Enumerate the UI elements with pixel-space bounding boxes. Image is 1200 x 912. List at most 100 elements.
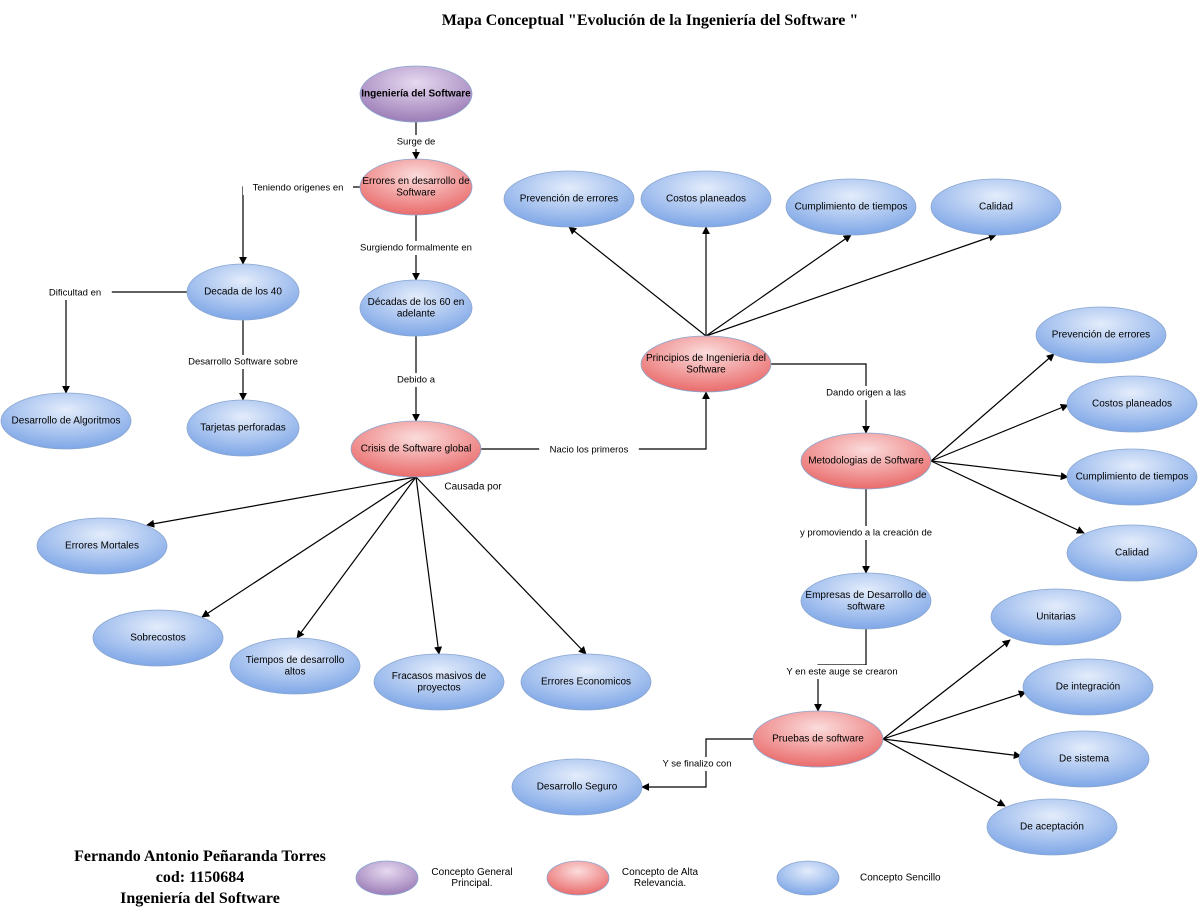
node-pruebas[interactable]: Pruebas de software (752, 710, 884, 768)
node-shape (186, 263, 300, 321)
edge-label: Surgiendo formalmente en (360, 243, 472, 254)
edge-crisis-to-errores-economicos (415, 476, 587, 655)
node-m-prevencion[interactable]: Prevención de errores (1035, 306, 1167, 364)
legend-item-blue: Concepto Sencillo (776, 860, 941, 896)
edge-label: y promoviendo a la creación de (800, 528, 932, 539)
edge-label: Debido a (397, 375, 436, 386)
page-title: Mapa Conceptual "Evolución de la Ingenie… (441, 12, 859, 29)
legend-label: Concepto General (431, 867, 512, 878)
legend-label: Principal. (451, 878, 492, 889)
node-shape (36, 517, 168, 575)
legend-label: Concepto de Alta (622, 867, 699, 878)
edge-label-bg (175, 355, 311, 369)
node-label: Costos planeados (1092, 399, 1172, 410)
edge-metodologias-to-m-prevencion (930, 353, 1055, 462)
node-label: proyectos (417, 682, 460, 693)
edge-decada-40-to-desarrollo-algoritmos (62, 291, 187, 394)
node-label: Errores en desarrollo de (362, 176, 470, 187)
node-m-calidad[interactable]: Calidad (1066, 524, 1198, 582)
edge-label: Dificultad en (49, 288, 101, 299)
node-label: adelante (397, 308, 436, 319)
node-p-costos[interactable]: Costos planeados (640, 170, 772, 228)
node-label: Décadas de los 60 en (368, 297, 465, 308)
node-label: Pruebas de software (772, 734, 864, 745)
node-m-cumplimiento[interactable]: Cumplimiento de tiempos (1066, 448, 1198, 506)
node-shape (1035, 306, 1167, 364)
edge-label: Dando origen a las (826, 388, 906, 399)
node-shape (785, 178, 917, 236)
node-integracion[interactable]: De integración (1022, 658, 1154, 716)
edge-pruebas-to-unitarias (882, 639, 1011, 740)
node-label: Calidad (1115, 548, 1149, 559)
legend-swatch (546, 860, 610, 896)
node-unitarias[interactable]: Unitarias (990, 588, 1122, 646)
node-shape (359, 279, 473, 337)
node-sistema[interactable]: De sistema (1018, 730, 1150, 788)
node-shape (92, 609, 224, 667)
node-shape (503, 170, 635, 228)
node-label: Fracasos masivos de (392, 671, 487, 682)
node-shape (0, 392, 132, 450)
node-label: Desarrollo Seguro (537, 782, 618, 793)
node-shape (640, 335, 772, 393)
node-aceptacion[interactable]: De aceptación (986, 798, 1118, 856)
node-shape (359, 158, 473, 216)
edge-errores-desarrollo-to-decada-40 (239, 186, 360, 265)
node-label: Costos planeados (666, 194, 746, 205)
node-label: altos (284, 666, 305, 677)
node-decada-40[interactable]: Decada de los 40 (186, 263, 300, 321)
node-p-prevencion[interactable]: Prevención de errores (503, 170, 635, 228)
edge-label-bg (816, 386, 916, 400)
edge-pruebas-to-integracion (882, 690, 1027, 740)
legend-swatch (776, 860, 840, 896)
node-shape (229, 637, 361, 695)
node-seguro[interactable]: Desarrollo Seguro (511, 758, 643, 816)
edge-label-bg (392, 373, 440, 387)
node-shape (350, 420, 482, 478)
node-m-costos[interactable]: Costos planeados (1066, 375, 1198, 433)
node-label: Unitarias (1036, 612, 1075, 623)
node-sobrecostos[interactable]: Sobrecostos (92, 609, 224, 667)
edge-metodologias-to-m-calidad (930, 460, 1085, 534)
node-label: De aceptación (1020, 822, 1084, 833)
node-errores-economicos[interactable]: Errores Economicos (520, 653, 652, 711)
edge-pruebas-to-aceptacion (882, 738, 1006, 807)
node-errores-mortales[interactable]: Errores Mortales (36, 517, 168, 575)
node-metodologias[interactable]: Metodologias de Software (800, 432, 932, 490)
node-shape (1022, 658, 1154, 716)
node-label: Calidad (979, 202, 1013, 213)
edge-label: Y en este auge se crearon (786, 667, 897, 678)
edge-label: Nacio los primeros (550, 445, 629, 456)
node-shape (186, 399, 300, 457)
edge-crisis-to-fracasos (415, 476, 443, 655)
edge-principios-to-p-calidad (705, 233, 997, 337)
causada-por-label: Causada por (444, 482, 502, 493)
node-p-calidad[interactable]: Calidad (930, 178, 1062, 236)
node-shape (511, 758, 643, 816)
node-label: De integración (1056, 682, 1120, 693)
edge-crisis-to-principios (481, 391, 710, 450)
edge-pruebas-to-sistema (882, 738, 1022, 760)
node-desarrollo-algoritmos[interactable]: Desarrollo de Algoritmos (0, 392, 132, 450)
node-label: Principios de Ingenieria del (646, 353, 766, 364)
node-p-cumplimiento[interactable]: Cumplimiento de tiempos (785, 178, 917, 236)
node-tarjetas[interactable]: Tarjetas perforadas (186, 399, 300, 457)
node-label: Tarjetas perforadas (200, 423, 286, 434)
node-label: Prevención de errores (520, 194, 618, 205)
edge-label: Desarrollo Software sobre (188, 357, 298, 368)
edge-label-bg (38, 286, 112, 300)
node-ingenieria[interactable]: Ingeniería del Software (359, 65, 473, 123)
node-crisis[interactable]: Crisis de Software global (350, 420, 482, 478)
node-shape (986, 798, 1118, 856)
node-label: Ingeniería del Software (361, 89, 471, 100)
legend-swatch (355, 860, 419, 896)
